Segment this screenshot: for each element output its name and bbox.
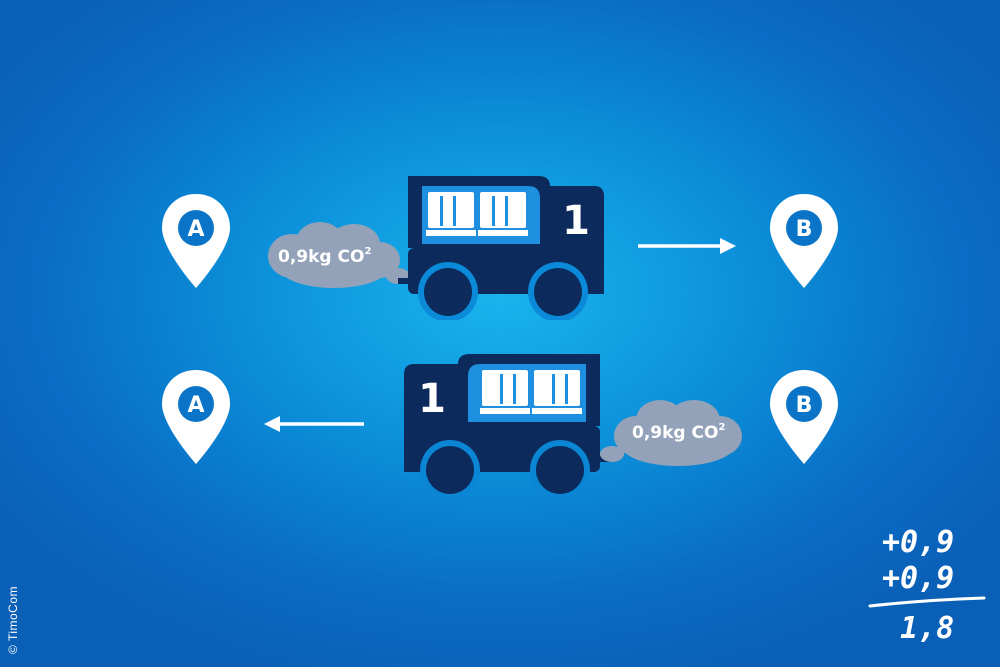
svg-text:0,9kg CO2: 0,9kg CO2	[632, 422, 725, 443]
map-pin-icon: A	[162, 194, 230, 288]
pin-label: B	[796, 217, 813, 242]
arrow-left	[260, 412, 366, 436]
cloud-icon: 0,9kg CO2	[268, 222, 410, 288]
map-pin-icon: B	[770, 370, 838, 464]
emission-label: 0,9kg CO	[278, 247, 364, 267]
calc-line-2: +0,9	[882, 561, 954, 596]
cloud-icon: 0,9kg CO2	[600, 400, 742, 466]
truck-top: 1	[398, 172, 610, 320]
truck-number: 1	[418, 376, 446, 422]
arrow-right-icon	[638, 238, 736, 254]
emission-sup: 2	[718, 422, 725, 433]
map-pin-icon: B	[770, 194, 838, 288]
calc-result: 1,8	[900, 611, 954, 646]
pin-a-top: A	[160, 192, 232, 290]
pin-b-bottom: B	[768, 368, 840, 466]
truck-number: 1	[562, 198, 590, 244]
truck-bottom: 1	[398, 350, 610, 498]
pin-label: B	[796, 393, 813, 418]
emission-cloud-bottom: 0,9kg CO2	[598, 396, 748, 468]
truck-icon: 1	[398, 176, 604, 320]
pin-a-bottom: A	[160, 368, 232, 466]
emission-sum: +0,9 +0,9 1,8	[864, 522, 994, 654]
calculation: +0,9 +0,9 1,8	[868, 525, 986, 646]
map-pin-icon: A	[162, 370, 230, 464]
svg-text:0,9kg CO2: 0,9kg CO2	[278, 246, 371, 267]
pin-b-top: B	[768, 192, 840, 290]
emission-label: 0,9kg CO	[632, 423, 718, 443]
emission-sup: 2	[364, 246, 371, 257]
copyright-credit: © TimoCom	[6, 585, 20, 654]
calc-line-1: +0,9	[882, 525, 954, 560]
pin-label: A	[187, 393, 204, 418]
truck-icon: 1	[404, 354, 610, 498]
pin-label: A	[187, 217, 204, 242]
arrow-right	[636, 234, 740, 258]
arrow-left-icon	[264, 416, 364, 432]
emission-cloud-top: 0,9kg CO2	[262, 218, 412, 290]
